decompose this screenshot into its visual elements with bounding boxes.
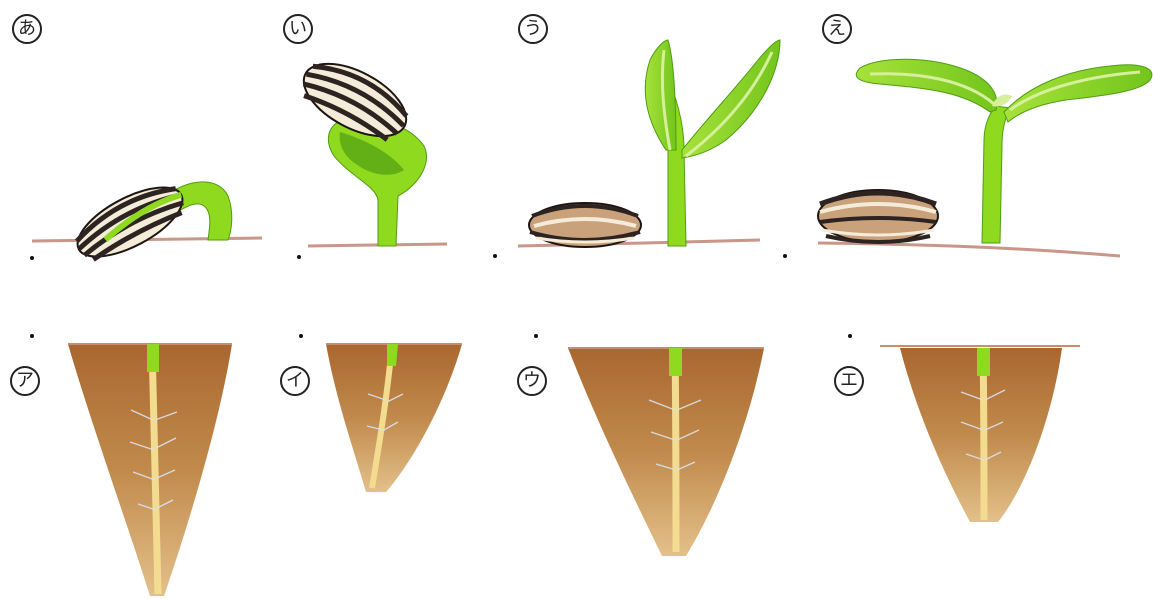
root-i-illustration xyxy=(326,344,462,492)
seed-coat xyxy=(529,203,641,247)
stage-e-illustration xyxy=(818,59,1152,243)
root-a-illustration xyxy=(68,344,232,596)
root-u-illustration xyxy=(568,348,764,556)
stage-a-illustration xyxy=(68,174,232,271)
stage-u-illustration xyxy=(529,40,780,247)
root-e-illustration xyxy=(880,346,1080,522)
stage-i-illustration xyxy=(292,49,426,246)
seed-coat xyxy=(818,190,938,242)
